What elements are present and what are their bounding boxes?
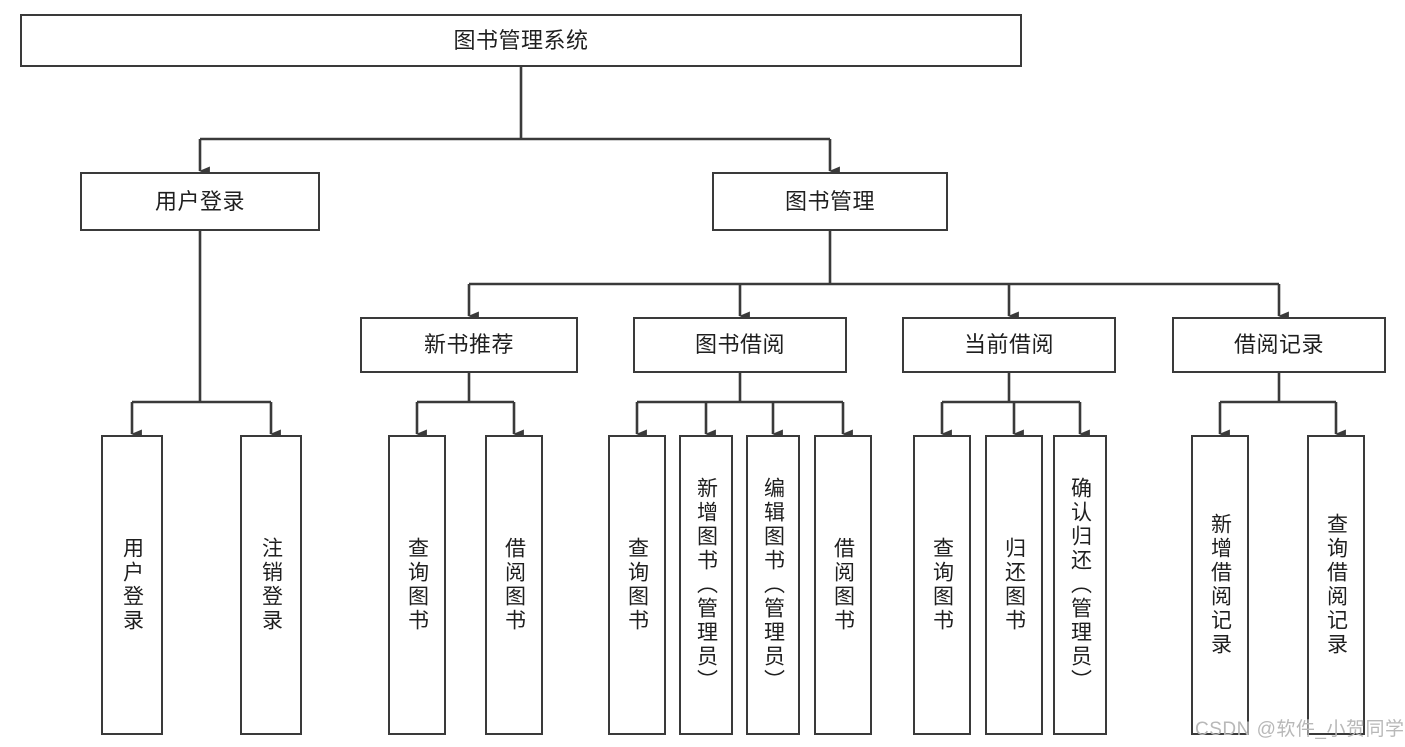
node-user-login[interactable]: 用户登录: [80, 172, 320, 231]
leaf-add-book[interactable]: 新增图书（管理员）: [679, 435, 733, 735]
node-label: 借阅图书: [831, 537, 855, 633]
node-label: 归还图书: [1002, 537, 1026, 633]
node-label: 新增借阅记录: [1208, 513, 1232, 657]
leaf-query-book-2[interactable]: 查询图书: [608, 435, 666, 735]
node-label: 查询借阅记录: [1324, 513, 1348, 657]
node-borrow-record[interactable]: 借阅记录: [1172, 317, 1386, 373]
leaf-add-borrow-record[interactable]: 新增借阅记录: [1191, 435, 1249, 735]
node-label: 图书借阅: [694, 332, 785, 358]
node-root[interactable]: 图书管理系统: [20, 14, 1022, 67]
node-label: 新增图书（管理员）: [694, 477, 718, 693]
node-label: 查询图书: [625, 537, 649, 633]
leaf-query-book-1[interactable]: 查询图书: [388, 435, 446, 735]
leaf-query-book-3[interactable]: 查询图书: [913, 435, 971, 735]
node-label: 查询图书: [930, 537, 954, 633]
node-label: 借阅记录: [1233, 332, 1324, 358]
node-label: 当前借阅: [963, 332, 1054, 358]
leaf-query-borrow-record[interactable]: 查询借阅记录: [1307, 435, 1365, 735]
leaf-return-book[interactable]: 归还图书: [985, 435, 1043, 735]
leaf-confirm-return[interactable]: 确认归还（管理员）: [1053, 435, 1107, 735]
node-label: 注销登录: [259, 537, 283, 633]
leaf-edit-book[interactable]: 编辑图书（管理员）: [746, 435, 800, 735]
leaf-logout[interactable]: 注销登录: [240, 435, 302, 735]
node-label: 查询图书: [405, 537, 429, 633]
node-label: 确认归还（管理员）: [1068, 477, 1092, 693]
watermark: CSDN @软件_小贺同学: [1195, 719, 1405, 740]
node-label: 编辑图书（管理员）: [761, 477, 785, 693]
node-label: 图书管理系统: [453, 27, 589, 53]
node-label: 借阅图书: [502, 537, 526, 633]
node-label: 新书推荐: [423, 332, 514, 358]
node-new-book-recommend[interactable]: 新书推荐: [360, 317, 578, 373]
node-label: 图书管理: [784, 188, 875, 214]
node-label: 用户登录: [154, 188, 245, 214]
leaf-borrow-book-2[interactable]: 借阅图书: [814, 435, 872, 735]
node-book-manage[interactable]: 图书管理: [712, 172, 948, 231]
leaf-user-login[interactable]: 用户登录: [101, 435, 163, 735]
node-book-borrow[interactable]: 图书借阅: [633, 317, 847, 373]
node-current-borrow[interactable]: 当前借阅: [902, 317, 1116, 373]
leaf-borrow-book-1[interactable]: 借阅图书: [485, 435, 543, 735]
node-label: 用户登录: [120, 537, 144, 633]
